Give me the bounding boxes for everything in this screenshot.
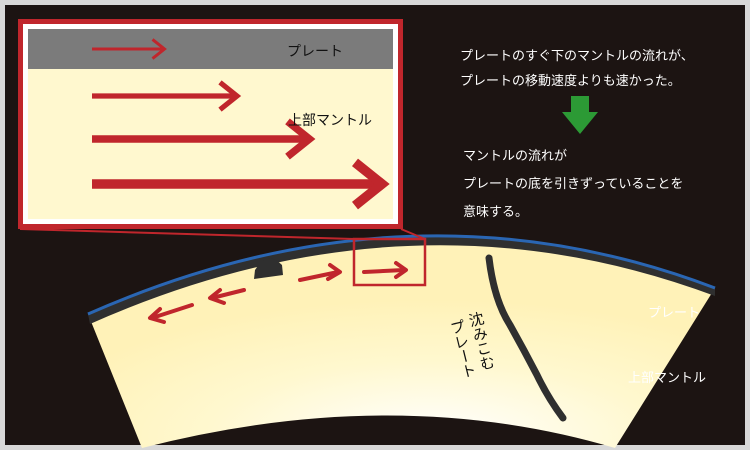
inset-mantle-label: 上部マントル [288, 113, 372, 129]
conclusion-line-1: マントルの流れが [463, 149, 567, 164]
flow-arrow-left-2 [210, 288, 246, 300]
explanation-block: プレートのすぐ下のマントルの流れが、 プレートの移動速度よりも速かった。 マント… [460, 49, 694, 220]
callout-focus-box [352, 237, 427, 287]
flow-arrow-left-2-head [208, 288, 226, 305]
inset-arrow-head-2 [218, 80, 242, 112]
inset-plate-label: プレート [287, 44, 343, 60]
upper-mantle-label: 上部マントル [628, 371, 706, 386]
inset-arrow-group [92, 38, 390, 210]
conclusion-line-2: プレートの底を引きずっていることを [463, 176, 683, 192]
flow-arrows [148, 261, 408, 324]
flow-arrow-left-1 [150, 303, 194, 320]
inset-plate-band [28, 29, 393, 69]
plate-label: プレート [648, 306, 700, 321]
flow-arrow-right-2 [362, 268, 406, 274]
plate-bump [254, 258, 283, 279]
explanation-line-2: プレートの移動速度よりも速かった。 [460, 73, 681, 89]
conclusion-line-3: 意味する。 [463, 204, 528, 220]
inset-arrow-head-1 [151, 38, 167, 60]
down-arrow-icon [562, 96, 598, 134]
inset-arrow-head-4 [352, 158, 390, 210]
plate-surface-line [87, 234, 716, 316]
flow-arrow-right-1-head [326, 263, 342, 281]
sinking-plate-slab [485, 254, 567, 422]
flow-arrow-right-1 [298, 270, 340, 282]
inset-panel: プレート 上部マントル [18, 19, 403, 229]
callout-connectors [19, 228, 426, 240]
inset-arrow-head-3 [285, 118, 316, 160]
flow-arrow-left-1-head [148, 307, 166, 324]
explanation-line-1: プレートのすぐ下のマントルの流れが、 [460, 49, 694, 64]
flow-arrow-right-2-head [394, 261, 408, 279]
